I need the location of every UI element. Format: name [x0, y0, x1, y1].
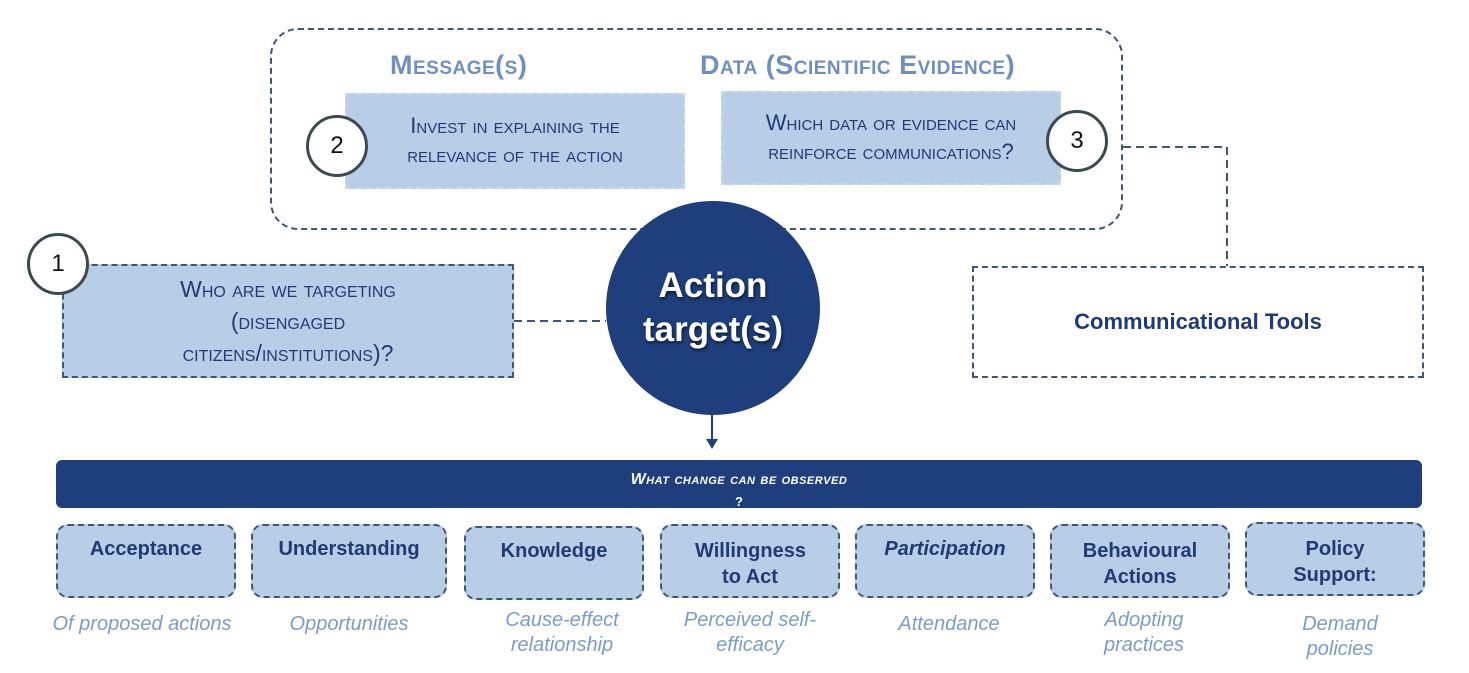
category-box-participation: Participation — [855, 524, 1035, 598]
category-sub-understanding: Opportunities — [289, 613, 409, 635]
data-text: Which data or evidence can reinforce com… — [765, 110, 1017, 164]
action-target-circle: Action target(s) — [606, 201, 820, 415]
category-sub-acceptance: Of proposed actions — [52, 613, 232, 635]
category-label: Participation — [884, 538, 1006, 560]
observed-change-label: What change can be observed — [630, 471, 848, 488]
category-box-behavioural: Behavioural Actions — [1050, 524, 1230, 598]
category-box-acceptance: Acceptance — [56, 524, 236, 598]
target-audience-box: Who are we targeting (disengaged citizen… — [62, 264, 514, 378]
category-sub-policy-support: Demand policies — [1302, 613, 1378, 660]
category-box-policy-support: Policy Support: — [1245, 522, 1425, 596]
number-badge-2-label: 2 — [330, 132, 344, 159]
category-sub-knowledge: Cause-effect relationship — [505, 609, 619, 656]
category-box-understanding: Understanding — [251, 524, 447, 598]
target-audience-text: Who are we targeting (disengaged citizen… — [180, 275, 396, 367]
number-badge-3: 3 — [1046, 110, 1108, 172]
category-box-knowledge: Knowledge — [464, 526, 644, 600]
number-badge-2: 2 — [306, 115, 368, 177]
category-label: Knowledge — [500, 540, 608, 562]
data-box: Which data or evidence can reinforce com… — [721, 91, 1061, 185]
connector-data-to-tools — [1123, 146, 1228, 266]
action-target-label: Action target(s) — [642, 266, 784, 349]
arrow-head-icon — [706, 439, 718, 449]
category-label: Understanding — [278, 538, 420, 560]
category-label: Behavioural Actions — [1082, 540, 1198, 588]
observed-change-question-mark: ? — [735, 494, 743, 509]
observed-change-bar: What change can be observed ? — [56, 460, 1422, 508]
category-sub-willingness: Perceived self-efficacy — [683, 609, 817, 656]
message-box: Invest in explaining the relevance of th… — [345, 93, 685, 189]
message-text: Invest in explaining the relevance of th… — [407, 113, 623, 167]
category-label: Policy Support: — [1293, 538, 1377, 586]
number-badge-3-label: 3 — [1070, 127, 1084, 154]
category-sub-participation: Attendance — [898, 613, 1000, 635]
data-heading: Data (Scientific Evidence) — [700, 50, 1016, 80]
communicational-tools-box: Communicational Tools — [972, 266, 1424, 378]
category-sub-behavioural: Adopting practices — [1103, 609, 1185, 656]
category-label: Acceptance — [89, 538, 203, 560]
category-label: Willingness to Act — [695, 540, 806, 588]
number-badge-1-label: 1 — [51, 250, 65, 277]
number-badge-1: 1 — [27, 233, 89, 295]
communicational-tools-label: Communicational Tools — [1074, 309, 1322, 334]
message-heading: Message(s) — [390, 50, 528, 80]
category-box-willingness: Willingness to Act — [660, 524, 840, 598]
